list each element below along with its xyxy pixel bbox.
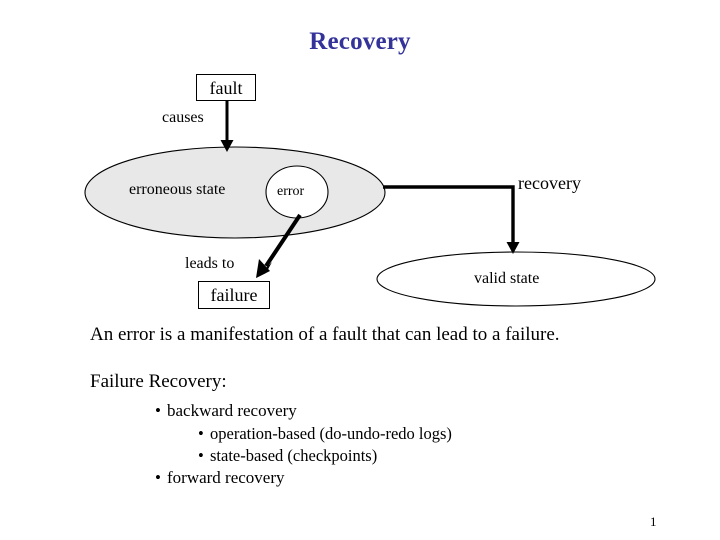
bullet-icon: • <box>155 401 161 420</box>
erroneous-state-label: erroneous state <box>129 181 226 198</box>
leads-to-arrowhead <box>256 262 272 278</box>
list-item-label: operation-based (do-undo-redo logs) <box>210 423 452 443</box>
failure-node: failure <box>198 281 270 309</box>
failure-recovery-heading: Failure Recovery: <box>90 371 227 392</box>
recovery-connector <box>383 185 515 243</box>
bullet-icon: • <box>155 468 161 488</box>
recovery-bullet-list: • backward recovery • operation-based (do-u… <box>155 400 615 490</box>
list-item: • forward recovery <box>155 467 615 490</box>
causes-arrowhead <box>220 140 234 152</box>
failure-node-label: failure <box>210 285 258 305</box>
page-title: Recovery <box>309 28 411 55</box>
recovery-edge-label: recovery <box>518 173 581 193</box>
fault-node-label: fault <box>209 77 243 98</box>
page-number: 1 <box>650 514 657 529</box>
list-item: • state-based (checkpoints) <box>155 445 615 467</box>
fault-node: fault <box>196 74 256 101</box>
valid-state-label: valid state <box>474 270 540 287</box>
bullet-icon: • <box>198 446 204 466</box>
causes-edge-label: causes <box>162 109 204 126</box>
error-label: error <box>277 184 305 199</box>
definition-sentence: An error is a manifestation of a fault t… <box>90 324 560 345</box>
list-item-label: state-based (checkpoints) <box>210 446 378 466</box>
recovery-arrowhead <box>506 242 520 254</box>
leads-to-arrowhead-b <box>256 259 270 278</box>
leads-to-edge-label: leads to <box>185 255 235 272</box>
list-item: • backward recovery <box>155 400 615 423</box>
list-item-label: forward recovery <box>167 468 285 488</box>
list-item: • operation-based (do-undo-redo logs) <box>155 423 615 445</box>
bullet-icon: • <box>198 423 204 443</box>
leads-to-arrow <box>264 213 302 268</box>
list-item-label: backward recovery <box>167 401 297 420</box>
